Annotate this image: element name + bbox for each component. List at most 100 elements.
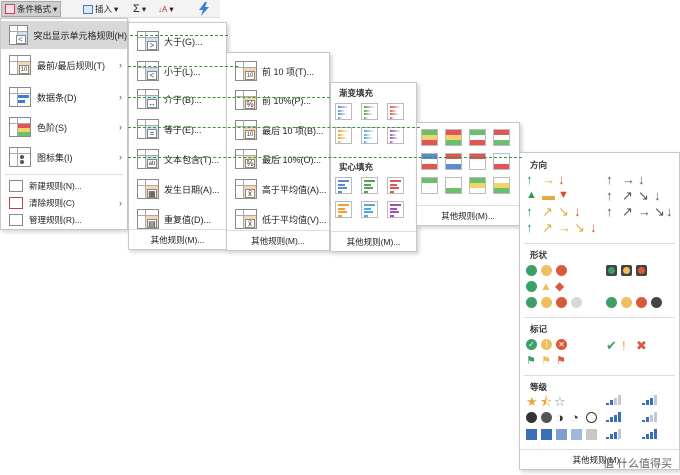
- menu-item-data-bars[interactable]: 数据条(D) ›: [1, 83, 127, 111]
- data-bar-option[interactable]: [335, 177, 352, 194]
- signal-bar: [606, 419, 609, 422]
- color-scale-option[interactable]: [493, 153, 510, 170]
- more-rules-link[interactable]: 其他规则(M)...: [227, 230, 329, 250]
- menu-item-bottom-10-percent[interactable]: % 最后 10%(O)...: [227, 145, 329, 173]
- data-bar-option[interactable]: [387, 201, 404, 218]
- color-scale-option[interactable]: [421, 153, 438, 170]
- signal-bar: [650, 397, 653, 405]
- data-bar-option[interactable]: [387, 103, 404, 120]
- menu-item-text-contains[interactable]: ab 文本包含(T)...: [129, 145, 226, 173]
- menu-item-equal-to[interactable]: = 等于(E)...: [129, 115, 226, 143]
- more-rules-link[interactable]: 其他规则(M)...: [417, 205, 519, 225]
- color-scale-option[interactable]: [469, 129, 486, 146]
- color-scale-option[interactable]: [445, 153, 462, 170]
- indicators-set-plain[interactable]: ✔ ! ✖: [606, 339, 666, 355]
- box-rating-icon: [556, 429, 567, 440]
- more-rules-link[interactable]: 其他规则(M)...: [331, 231, 416, 251]
- arrow-down-right-icon: ↘: [638, 188, 649, 203]
- signal-bar: [646, 417, 649, 422]
- color-scale-option[interactable]: [445, 129, 462, 146]
- quarter-circle-icon: ◔: [571, 410, 579, 425]
- insert-button[interactable]: 插入 ▾: [80, 1, 121, 17]
- signal-bar: [646, 434, 649, 439]
- menu-item-above-average[interactable]: x̄ 高于平均值(A)...: [227, 175, 329, 203]
- menu-item-date-occurring[interactable]: ▦ 发生日期(A)...: [129, 175, 226, 203]
- chevron-right-icon: ›: [119, 30, 122, 40]
- triangle-down-icon: ▼: [558, 189, 569, 201]
- menu-item-duplicate-values[interactable]: ▤ 重复值(D)...: [129, 205, 226, 233]
- menu-item-color-scales[interactable]: 色阶(S) ›: [1, 113, 127, 141]
- icon-sets-gallery: 方向 ↑ → ↓ ▲ ▬ ▼ ↑ ↗ ↘ ↓ ↑ ↗ → ↘ ↓ ↑ → ↓ ↑…: [519, 152, 680, 470]
- yellow-triangle-icon: ▲: [540, 279, 552, 293]
- menu-item-below-average[interactable]: x̄ 低于平均值(V)...: [227, 205, 329, 233]
- conditional-format-button[interactable]: 条件格式 ▾: [1, 1, 62, 17]
- color-scale-option[interactable]: [469, 153, 486, 170]
- data-bar-option[interactable]: [387, 127, 404, 144]
- shapes-set-colored[interactable]: ▲ ◆: [526, 265, 586, 309]
- signal-bar: [642, 402, 645, 405]
- flash-fill-button[interactable]: [195, 1, 213, 17]
- menu-item-manage-rules[interactable]: 管理规则(R)...: [1, 211, 127, 228]
- menu-item-icon-sets[interactable]: 图标集(I) ›: [1, 143, 127, 171]
- menu-item-top-10-items[interactable]: 10 前 10 项(T)...: [227, 57, 329, 85]
- ratings-set-bars[interactable]: [606, 395, 678, 439]
- data-bar-option[interactable]: [335, 103, 352, 120]
- menu-item-bottom-10-items[interactable]: 10 最后 10 项(B)...: [227, 116, 329, 144]
- menu-item-between[interactable]: ↔ 介于(B)...: [129, 85, 226, 113]
- data-bars-gallery: 渐变填充 实心填充 其他规则(M)...: [330, 82, 417, 252]
- color-scale-option[interactable]: [469, 177, 486, 194]
- below-average-icon: x̄: [235, 209, 257, 229]
- color-scale-option[interactable]: [421, 129, 438, 146]
- data-bar-option[interactable]: [387, 177, 404, 194]
- arrow-down-icon: ↓: [590, 220, 597, 235]
- signal-bar: [614, 397, 617, 405]
- menu-item-new-rule[interactable]: 新建规则(N)...: [1, 177, 127, 194]
- autosum-button[interactable]: Σ ▾: [130, 1, 149, 17]
- signal-bar: [614, 414, 617, 422]
- arrow-up-icon: ↑: [526, 172, 533, 187]
- shapes-set-traffic[interactable]: [606, 265, 676, 309]
- red-circle-icon: [556, 297, 567, 308]
- yellow-circle-icon: [541, 265, 552, 276]
- chevron-right-icon: ›: [119, 92, 122, 102]
- data-bar-option[interactable]: [335, 127, 352, 144]
- ratings-set-left[interactable]: ★ ⯪ ☆ ◑ ◔: [526, 395, 606, 445]
- data-bar-option[interactable]: [361, 201, 378, 218]
- sort-filter-button[interactable]: ↓A ▾: [155, 1, 177, 17]
- data-bar-option[interactable]: [335, 201, 352, 218]
- sort-icon: ↓A: [158, 4, 168, 14]
- color-scale-option[interactable]: [493, 129, 510, 146]
- menu-item-highlight-cells[interactable]: < 突出显示单元格规则(H) ›: [1, 21, 127, 49]
- menu-item-top-10-percent[interactable]: % 前 10%(P)...: [227, 86, 329, 114]
- indicators-set-circled[interactable]: ✓ ! ✕ ⚑ ⚑ ⚑: [526, 339, 596, 371]
- color-scale-option[interactable]: [493, 177, 510, 194]
- connector-line: [128, 127, 420, 128]
- directions-set-colored[interactable]: ↑ → ↓ ▲ ▬ ▼ ↑ ↗ ↘ ↓ ↑ ↗ → ↘ ↓: [526, 173, 606, 237]
- data-bar-option[interactable]: [361, 127, 378, 144]
- check-circle-icon: ✓: [526, 339, 537, 350]
- less-than-icon: <: [137, 61, 159, 81]
- directions-set-gray[interactable]: ↑ → ↓ ↑ ↗ ↘ ↓ ↑ ↗ → ↘ ↓: [606, 173, 678, 237]
- arrow-up-right-icon: ↗: [622, 204, 633, 219]
- directions-title: 方向: [530, 160, 548, 170]
- top-bottom-icon: 10: [9, 55, 31, 75]
- triangle-up-icon: ▲: [526, 189, 537, 201]
- menu-item-top-bottom[interactable]: 10 最前/最后规则(T) ›: [1, 51, 127, 79]
- arrow-down-icon: ↓: [654, 188, 661, 203]
- color-scale-option[interactable]: [445, 177, 462, 194]
- menu-item-less-than[interactable]: < 小于(L)...: [129, 57, 226, 85]
- green-circle-icon: [526, 265, 537, 276]
- color-scale-option[interactable]: [421, 177, 438, 194]
- more-rules-link[interactable]: 其他规则(M)...: [520, 449, 679, 469]
- data-bar-option[interactable]: [361, 177, 378, 194]
- menu-item-clear-rules[interactable]: 清除规则(C) ›: [1, 194, 127, 211]
- color-scales-gallery: 其他规则(M)...: [416, 122, 520, 226]
- connector-line: [128, 157, 522, 158]
- arrow-down-icon: ↓: [666, 204, 673, 219]
- data-bars-icon: [9, 87, 31, 107]
- signal-bar: [642, 419, 645, 422]
- arrow-down-right-icon: ↘: [654, 204, 665, 219]
- menu-item-greater-than[interactable]: > 大于(G)...: [129, 27, 226, 55]
- more-rules-link[interactable]: 其他规则(M)...: [129, 229, 226, 249]
- data-bar-option[interactable]: [361, 103, 378, 120]
